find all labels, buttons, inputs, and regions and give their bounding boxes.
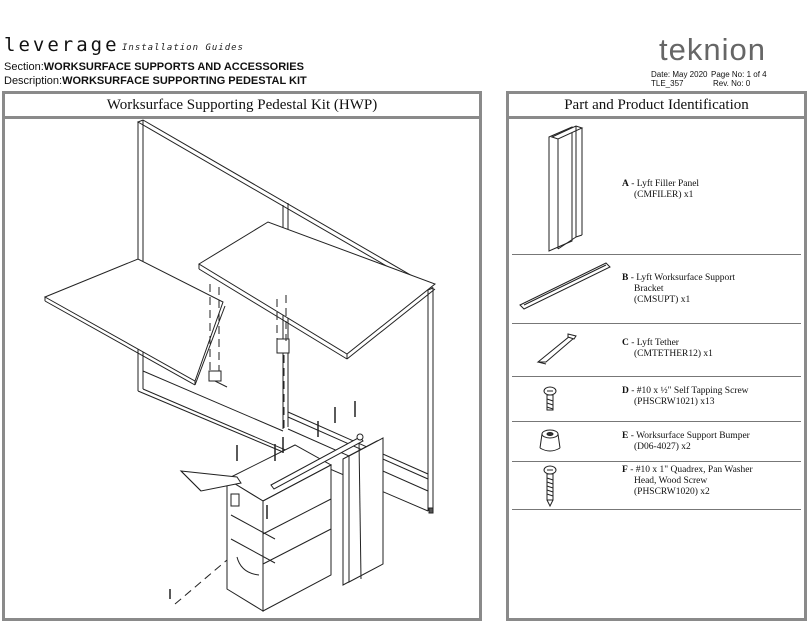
- part-f-text: F - #10 x 1" Quadrex, Pan Washer Head, W…: [622, 465, 753, 498]
- doc-code: TLE_357: [651, 79, 684, 88]
- teknion-logo: teknion: [659, 32, 766, 67]
- left-worksurface: [43, 258, 226, 386]
- part-f-line1: - #10 x 1" Quadrex, Pan Washer: [627, 465, 753, 475]
- part-c-line1: - Lyft Tether: [628, 338, 679, 348]
- brand-name: leverage: [4, 34, 120, 56]
- description-label: Description:: [4, 75, 63, 87]
- part-item-f: F - #10 x 1" Quadrex, Pan Washer Head, W…: [512, 462, 801, 510]
- part-f-line2: Head, Wood Screw: [634, 476, 708, 486]
- part-d-letter: D: [622, 386, 629, 396]
- part-item-b: B - Lyft Worksurface Support Bracket (CM…: [512, 255, 801, 324]
- assembly-panel: Worksurface Supporting Pedestal Kit (HWP…: [2, 91, 482, 621]
- section-label: Section:: [4, 61, 44, 73]
- filler-panel-part: [342, 437, 384, 586]
- part-a-line1: - Lyft Filler Panel: [628, 179, 700, 189]
- tether-icon: [536, 333, 577, 365]
- part-a-line2: (CMFILER) x1: [634, 190, 694, 200]
- tether-part: [179, 470, 242, 492]
- parts-panel: Part and Product Identification A - Lyft…: [506, 91, 807, 621]
- screws: [169, 401, 356, 599]
- support-bracket-icon: [519, 262, 611, 310]
- part-d-text: D - #10 x ½" Self Tapping Screw (PHSCRW1…: [622, 386, 749, 408]
- parts-panel-title: Part and Product Identification: [509, 94, 804, 119]
- part-c-line2: (CMTETHER12) x1: [634, 349, 713, 359]
- assembly-drawing: [43, 119, 437, 612]
- part-c-text: C - Lyft Tether (CMTETHER12) x1: [622, 338, 713, 360]
- part-item-a: A - Lyft Filler Panel (CMFILER) x1: [512, 119, 801, 255]
- part-c-letter: C: [622, 338, 629, 348]
- page-number: Page No: 1 of 4: [711, 70, 767, 79]
- assembly-panel-title: Worksurface Supporting Pedestal Kit (HWP…: [5, 94, 479, 119]
- part-item-d: D - #10 x ½" Self Tapping Screw (PHSCRW1…: [512, 377, 801, 422]
- parts-list: A - Lyft Filler Panel (CMFILER) x1 B - L…: [512, 119, 801, 510]
- part-d-line2: (PHSCRW1021) x13: [634, 397, 715, 407]
- filler-panel-icon: [548, 125, 584, 252]
- part-b-line1: - Lyft Worksurface Support: [628, 273, 736, 283]
- description-line: Description:WORKSURFACE SUPPORTING PEDES…: [4, 75, 307, 87]
- part-e-line1: - Worksurface Support Bumper: [628, 431, 750, 441]
- section-value: WORKSURFACE SUPPORTS AND ACCESSORIES: [43, 61, 304, 73]
- part-a-text: A - Lyft Filler Panel (CMFILER) x1: [622, 179, 699, 201]
- part-e-text: E - Worksurface Support Bumper (D06-4027…: [622, 431, 750, 453]
- self-tapping-screw-icon: [543, 386, 557, 411]
- support-brackets: [208, 338, 290, 388]
- part-d-line1: - #10 x ½" Self Tapping Screw: [628, 386, 749, 396]
- part-e-letter: E: [622, 431, 629, 441]
- date-text: Date: May 2020: [651, 70, 708, 79]
- part-f-letter: F: [622, 465, 628, 475]
- description-value: WORKSURFACE SUPPORTING PEDESTAL KIT: [62, 75, 307, 87]
- part-a-letter: A: [622, 179, 629, 189]
- bracket-part: [270, 433, 364, 490]
- part-f-line3: (PHSCRW1020) x2: [634, 487, 710, 497]
- part-b-letter: B: [622, 273, 629, 283]
- part-b-line2: Bracket: [634, 284, 664, 294]
- part-e-line2: (D06-4027) x2: [634, 442, 691, 452]
- part-b-line3: (CMSUPT) x1: [634, 295, 691, 305]
- part-item-c: C - Lyft Tether (CMTETHER12) x1: [512, 324, 801, 377]
- brand-subtitle: Installation Guides: [122, 43, 244, 53]
- pedestal: [225, 444, 333, 612]
- wood-screw-icon: [543, 465, 557, 508]
- part-b-text: B - Lyft Worksurface Support Bracket (CM…: [622, 273, 735, 306]
- right-worksurface: [198, 221, 437, 360]
- section-line: Section:WORKSURFACE SUPPORTS AND ACCESSO…: [4, 61, 304, 73]
- revision-number: Rev. No: 0: [713, 79, 751, 88]
- part-item-e: E - Worksurface Support Bumper (D06-4027…: [512, 422, 801, 462]
- bumper-icon: [539, 429, 561, 452]
